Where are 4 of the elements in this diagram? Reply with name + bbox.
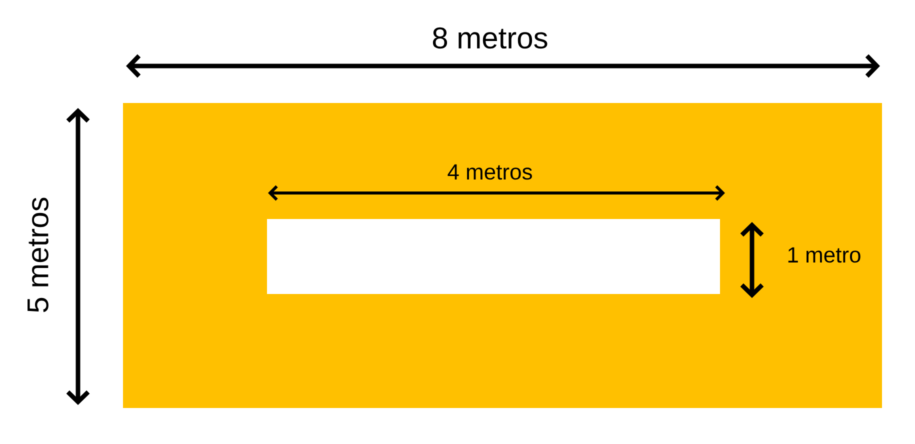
dimension-label: 5 metros (28, 198, 48, 312)
dimension-label: 1 metro (788, 247, 860, 263)
dimension-label: 4 metros (448, 164, 532, 180)
dimension-label: 8 metros (432, 27, 548, 49)
